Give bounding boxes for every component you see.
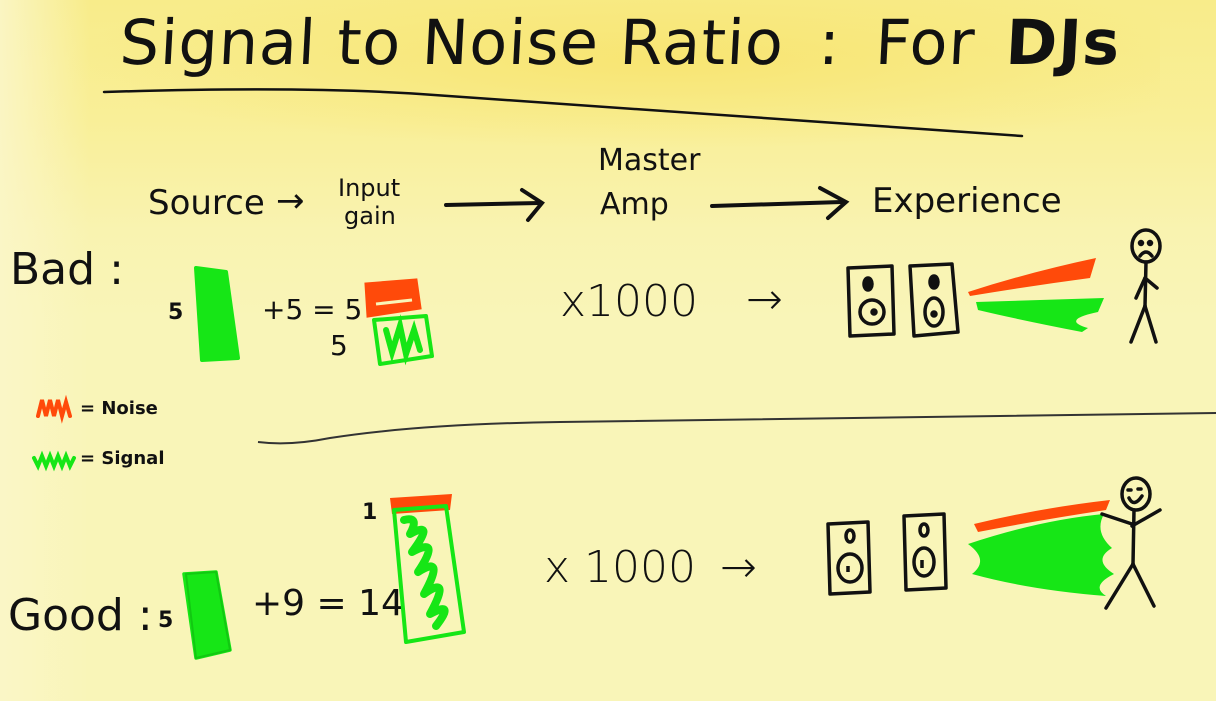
bad-source-bar-signal-icon	[194, 266, 240, 362]
title-underline	[102, 88, 1024, 138]
legend-noise-swatch-icon	[36, 394, 72, 424]
bad-speaker-left-icon	[846, 264, 896, 338]
good-speaker-right-icon	[902, 512, 948, 592]
bad-equation: +5 = 5	[262, 293, 363, 326]
bad-source-value: 5	[168, 300, 184, 325]
stage-input-line1: Input	[338, 174, 401, 202]
bad-result-noise-block-icon	[364, 278, 422, 318]
legend-signal-label: = Signal	[80, 448, 165, 469]
row-label-good: Good :	[8, 590, 153, 641]
good-result-signal-block-icon	[392, 504, 466, 644]
good-speaker-left-icon	[826, 520, 872, 596]
good-source-value: 5	[158, 608, 174, 633]
good-equation: +9 = 14	[252, 583, 404, 624]
happy-listener-icon	[1100, 476, 1162, 610]
sad-listener-icon	[1129, 228, 1162, 344]
row-label-bad: Bad :	[10, 244, 124, 295]
stage-arrow-1: →	[276, 181, 305, 221]
legend-noise-label: = Noise	[80, 398, 158, 419]
good-source-bar-signal-icon	[182, 570, 232, 660]
stage-input-line2: gain	[344, 202, 396, 230]
legend-signal-swatch-icon	[32, 450, 76, 472]
pipeline-arrow-amp-to-experience	[710, 186, 850, 220]
bad-arrow: →	[746, 274, 783, 325]
paper-left-fade	[0, 0, 90, 701]
good-result-noise-value: 1	[362, 500, 378, 525]
bad-multiplier: x1000	[560, 276, 699, 327]
bad-speaker-right-icon	[908, 262, 960, 338]
bad-result-signal-value: 5	[330, 329, 348, 362]
good-multiplier: x 1000	[544, 542, 697, 593]
bad-sound-signal-wave-icon	[976, 298, 1104, 332]
bad-result-signal-block-icon	[372, 314, 434, 366]
good-sound-noise-wave-icon	[974, 500, 1110, 532]
row-divider-line	[257, 412, 1216, 445]
stage-experience: Experience	[872, 181, 1062, 221]
stage-master-line2: Amp	[600, 187, 669, 222]
title-highlight-wash	[60, 0, 1160, 150]
stage-source: Source	[148, 183, 265, 223]
good-arrow: →	[720, 542, 757, 593]
good-sound-signal-wave-icon	[968, 514, 1114, 596]
bad-sound-noise-wave-icon	[968, 258, 1096, 296]
pipeline-arrow-gain-to-amp	[444, 188, 545, 222]
stage-master-line1: Master	[598, 143, 701, 178]
